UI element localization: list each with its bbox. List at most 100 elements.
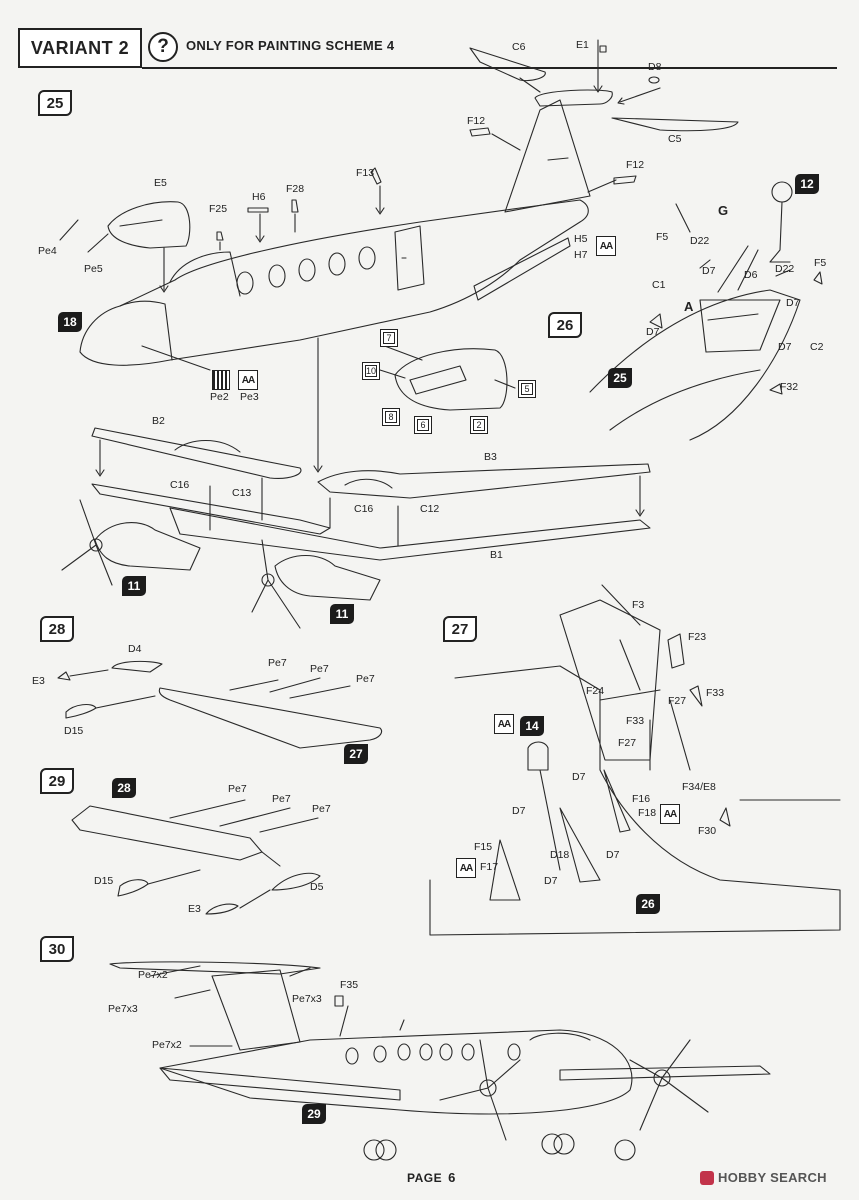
paint-marker: 7 [380, 329, 398, 347]
ref-marker-12: 12 [795, 174, 819, 194]
aa-symbol: AA [456, 858, 476, 878]
part-label: Pe7 [272, 793, 291, 805]
ref-marker-11: 11 [330, 604, 354, 624]
part-label: B3 [484, 451, 497, 463]
part-label: D7 [702, 265, 716, 277]
part-label: Pe7x3 [108, 1003, 138, 1015]
part-label: F27 [668, 695, 687, 707]
variant-label: VARIANT 2 [18, 28, 142, 68]
part-label: F5 [656, 231, 669, 243]
rear-detail-drawing [589, 181, 823, 441]
part-label: A [684, 299, 694, 314]
part-label: F25 [209, 203, 228, 215]
part-label: D22 [690, 235, 710, 247]
part-label: Pe7 [228, 783, 247, 795]
part-label: D7 [544, 875, 558, 887]
complete-aircraft-drawing [109, 961, 771, 1161]
part-label: C13 [232, 487, 252, 499]
question-icon: ? [148, 32, 178, 62]
part-label: E5 [154, 177, 167, 189]
part-label: C6 [512, 41, 526, 53]
paint-marker: 5 [518, 380, 536, 398]
fuselage-drawing [59, 39, 739, 473]
paint-marker: 2 [470, 416, 488, 434]
aa-symbol: AA [596, 236, 616, 256]
aa-symbol: AA [494, 714, 514, 734]
step-marker-28: 28 [40, 616, 74, 642]
aa-symbol: AA [660, 804, 680, 824]
part-label: D7 [512, 805, 526, 817]
part-label: D22 [775, 263, 795, 275]
part-label: C16 [354, 503, 374, 515]
part-label: F24 [586, 685, 605, 697]
part-label: E3 [188, 903, 201, 915]
ref-marker-26: 26 [636, 894, 660, 914]
ref-marker-18: 18 [58, 312, 82, 332]
step-marker-29: 29 [40, 768, 74, 794]
part-label: F34/E8 [682, 781, 716, 793]
part-label: D7 [572, 771, 586, 783]
part-label: D7 [646, 326, 660, 338]
part-label: H7 [574, 249, 588, 261]
part-label: F35 [340, 979, 359, 991]
step-marker-26: 26 [548, 312, 582, 338]
canopy-subassembly [379, 344, 516, 411]
part-label: F3 [632, 599, 645, 611]
part-label: F28 [286, 183, 305, 195]
part-label: D15 [64, 725, 84, 737]
left-wingtip-drawing [57, 660, 383, 749]
part-label: D7 [786, 297, 800, 309]
part-label: D15 [94, 875, 114, 887]
part-label: H5 [574, 233, 588, 245]
part-label: F18 [638, 807, 657, 819]
part-label: F12 [467, 115, 486, 127]
paint-marker: 8 [382, 408, 400, 426]
ref-marker-25: 25 [608, 368, 632, 388]
step-marker-25: 25 [38, 90, 72, 116]
right-wingtip-drawing [71, 799, 321, 915]
part-label: B1 [490, 549, 503, 561]
part-label: C5 [668, 133, 682, 145]
ref-marker-28: 28 [112, 778, 136, 798]
watermark-text: HOBBY SEARCH [718, 1170, 827, 1185]
hobby-search-logo-icon [700, 1170, 714, 1185]
part-label: C12 [420, 503, 440, 515]
stripe-decal-icon [212, 370, 230, 390]
part-label: E3 [32, 675, 45, 687]
part-label: F12 [626, 159, 645, 171]
aa-symbol: AA [238, 370, 258, 390]
page-label: PAGE [407, 1171, 443, 1185]
part-label: D8 [648, 61, 662, 73]
watermark: HOBBY SEARCH [700, 1170, 827, 1185]
part-label: D7 [606, 849, 620, 861]
ref-marker-14: 14 [520, 716, 544, 736]
part-label: F27 [618, 737, 637, 749]
part-label: H6 [252, 191, 266, 203]
part-label: Pe2 [210, 391, 229, 403]
part-label: Pe7 [312, 803, 331, 815]
part-label: D18 [550, 849, 570, 861]
part-label: Pe5 [84, 263, 103, 275]
painting-scheme-note: ONLY FOR PAINTING SCHEME 4 [186, 38, 395, 53]
part-label: G [718, 203, 729, 218]
part-label: Pe4 [38, 245, 57, 257]
tail-belly-drawing [429, 584, 841, 936]
part-label: Pe7x2 [138, 969, 168, 981]
part-label: Pe7 [268, 657, 287, 669]
part-label: F33 [626, 715, 645, 727]
part-label: C2 [810, 341, 824, 353]
part-label: F16 [632, 793, 651, 805]
page-number: 6 [448, 1170, 456, 1185]
ref-marker-29: 29 [302, 1104, 326, 1124]
part-label: F5 [814, 257, 827, 269]
part-label: F33 [706, 687, 725, 699]
part-label: F30 [698, 825, 717, 837]
part-label: C1 [652, 279, 666, 291]
step-marker-30: 30 [40, 936, 74, 962]
ref-marker-11: 11 [122, 576, 146, 596]
paint-marker: 10 [362, 362, 380, 380]
part-label: D4 [128, 643, 142, 655]
part-label: E1 [576, 39, 589, 51]
